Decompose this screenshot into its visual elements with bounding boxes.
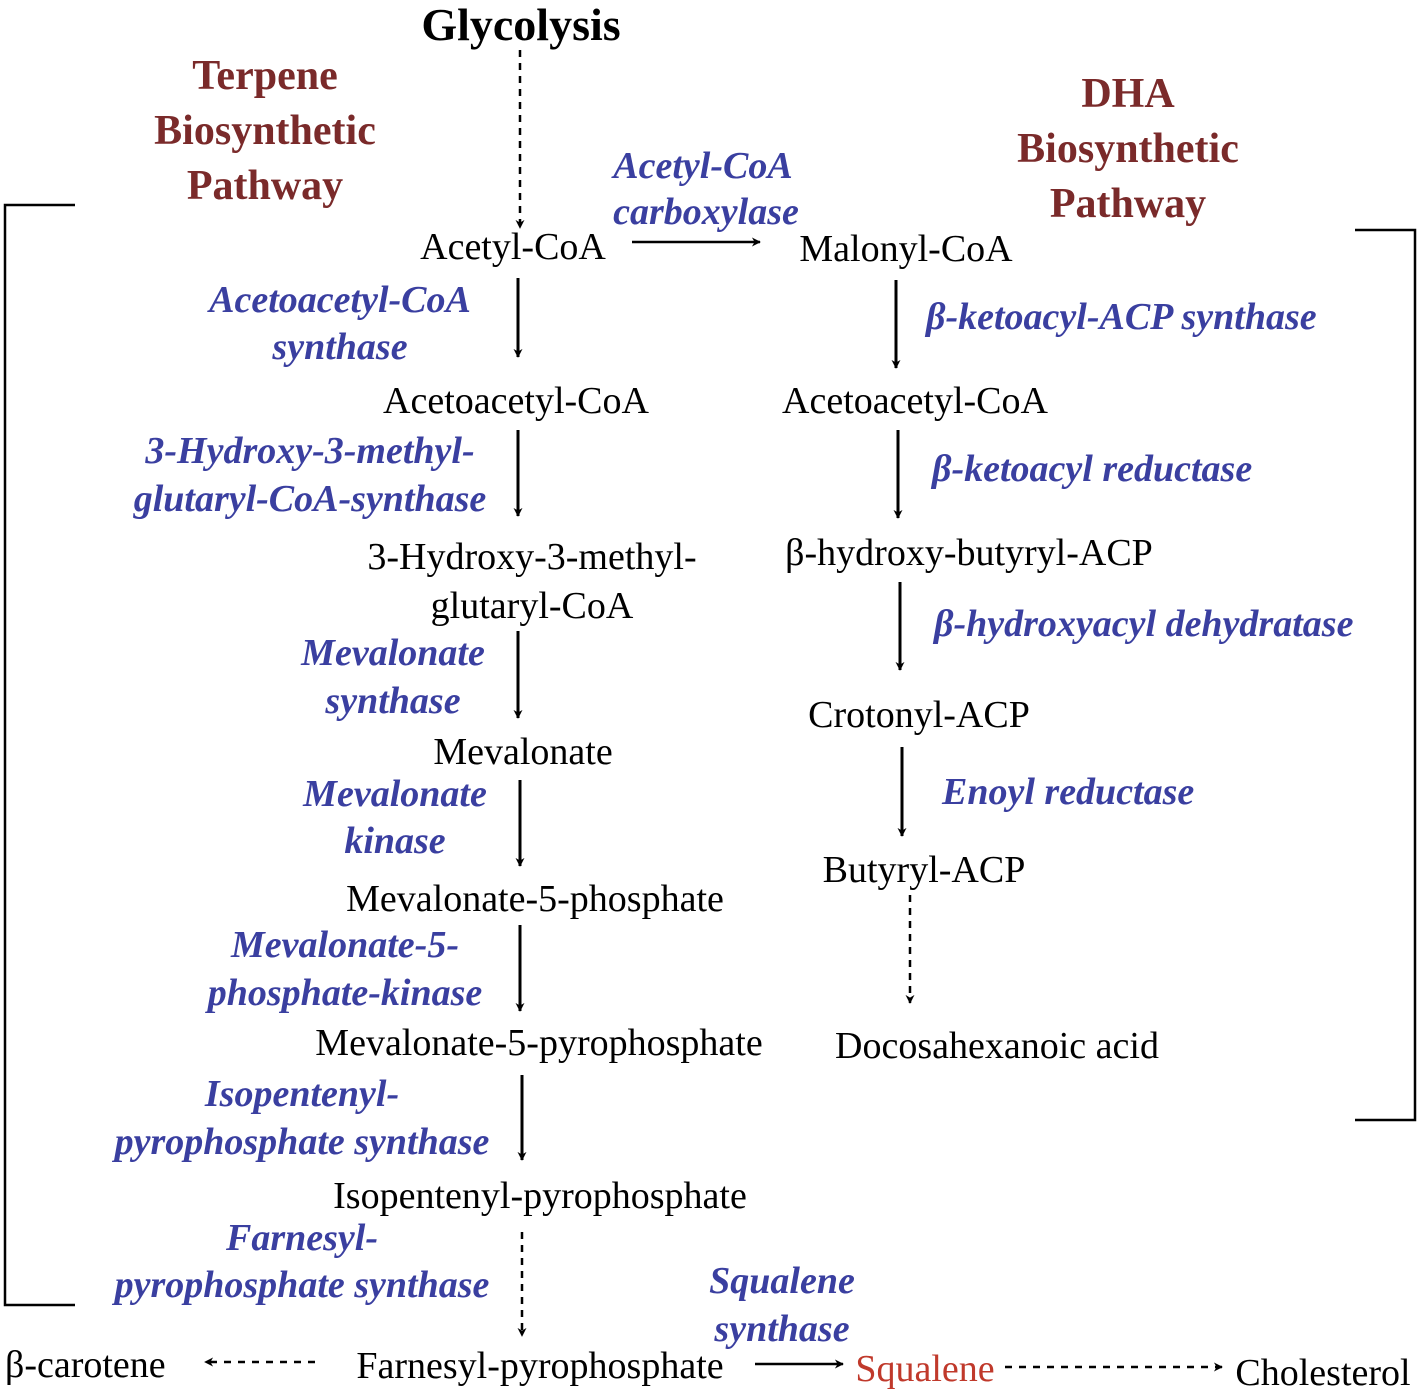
enzyme-ipp-synthase-line-2: pyrophosphate synthase (114, 1121, 490, 1163)
dha-header-line-2: Biosynthetic (1017, 126, 1239, 172)
metabolite-butyryl-acp: Butyryl-ACP (822, 849, 1026, 891)
enzyme-hmg-coa-synthase-line-1: 3-Hydroxy-3-methyl- (145, 430, 475, 472)
enzyme-mevalonate-synthase-line-2: synthase (325, 680, 461, 722)
enzyme-ketoacyl-reductase: β-ketoacyl reductase (932, 448, 1253, 490)
metabolite-hmg-coa-line-2: glutaryl-CoA (430, 585, 634, 627)
metabolite-isopentenyl-pyrophosphate: Isopentenyl-pyrophosphate (333, 1175, 747, 1217)
glycolysis-title: Glycolysis (421, 0, 621, 50)
metabolite-mevalonate: Mevalonate (433, 731, 613, 773)
metabolite-acetyl-coa: Acetyl-CoA (420, 226, 606, 268)
dha-pathway-bracket (1355, 228, 1417, 1122)
metabolite-acetoacetyl-coa-dha: Acetoacetyl-CoA (782, 380, 1048, 422)
terpene-header-line-1: Terpene (192, 53, 338, 99)
enzyme-fpp-synthase-line-2: pyrophosphate synthase (114, 1264, 490, 1306)
metabolite-hmg-coa-line-1: 3-Hydroxy-3-methyl- (367, 536, 697, 578)
enzyme-acetoacetyl-coa-synthase-line-1: Acetoacetyl-CoA (209, 279, 471, 321)
enzyme-squalene-synthase-line-1: Squalene (709, 1260, 855, 1302)
metabolite-hydroxy-butyryl-acp: β-hydroxy-butyryl-ACP (785, 532, 1153, 574)
dha-header-line-3: Pathway (1049, 181, 1207, 227)
metabolite-mevalonate-5-pyrophosphate: Mevalonate-5-pyrophosphate (315, 1022, 763, 1064)
enzyme-phosphate-kinase-line-2: phosphate-kinase (207, 972, 483, 1014)
metabolite-mevalonate-5-phosphate: Mevalonate-5-phosphate (346, 878, 724, 920)
dha-header-line-1: DHA (1081, 71, 1175, 117)
enzyme-acetyl-coa-carboxylase-line-2: carboxylase (613, 191, 799, 233)
product-cholesterol: Cholesterol (1235, 1352, 1411, 1394)
metabolite-acetoacetyl-coa-terpene: Acetoacetyl-CoA (383, 380, 649, 422)
enzyme-phosphate-kinase-line-1: Mevalonate-5- (231, 924, 459, 966)
enzyme-ketoacyl-acp-synthase: β-ketoacyl-ACP synthase (926, 296, 1317, 338)
enzyme-acetyl-coa-carboxylase-line-1: Acetyl-CoA (613, 145, 793, 187)
enzyme-enoyl-reductase: Enoyl reductase (942, 771, 1195, 813)
enzyme-squalene-synthase-line-2: synthase (714, 1308, 850, 1350)
enzyme-mevalonate-kinase-line-2: kinase (344, 820, 446, 862)
metabolite-docosahexanoic-acid: Docosahexanoic acid (835, 1025, 1159, 1067)
enzyme-hydroxyacyl-dehydratase: β-hydroxyacyl dehydratase (934, 603, 1354, 645)
terpene-header-line-3: Pathway (186, 163, 344, 209)
product-squalene: Squalene (855, 1348, 995, 1390)
terpene-header-line-2: Biosynthetic (154, 108, 376, 154)
enzyme-fpp-synthase-line-1: Farnesyl- (226, 1217, 378, 1259)
enzyme-hmg-coa-synthase-line-2: glutaryl-CoA-synthase (133, 478, 487, 520)
metabolite-crotonyl-acp: Crotonyl-ACP (808, 694, 1030, 736)
terpene-pathway-bracket (3, 203, 75, 1307)
metabolite-malonyl-coa: Malonyl-CoA (799, 228, 1013, 270)
enzyme-ipp-synthase-line-1: Isopentenyl- (204, 1073, 400, 1115)
enzyme-acetoacetyl-coa-synthase-line-2: synthase (272, 326, 408, 368)
enzyme-mevalonate-synthase-line-1: Mevalonate (301, 632, 485, 674)
product-beta-carotene: β-carotene (5, 1344, 166, 1386)
metabolite-farnesyl-pyrophosphate: Farnesyl-pyrophosphate (356, 1345, 724, 1387)
enzyme-mevalonate-kinase-line-1: Mevalonate (303, 773, 487, 815)
